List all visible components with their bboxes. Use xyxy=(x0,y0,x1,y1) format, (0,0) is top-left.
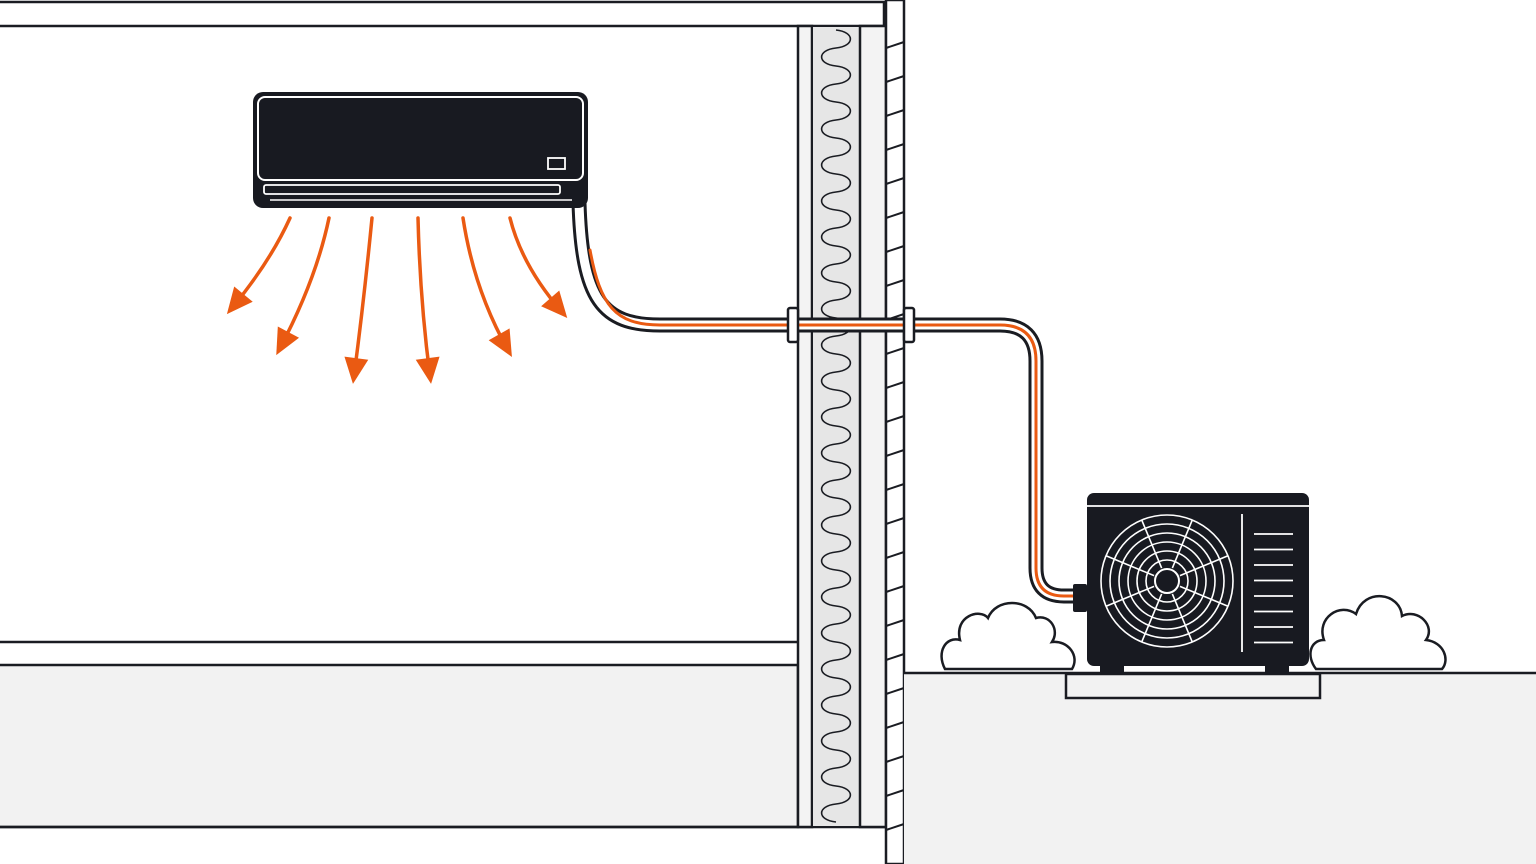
siding-courses xyxy=(885,41,905,831)
outer-wall-board xyxy=(858,24,888,829)
fan-hub xyxy=(1154,568,1180,594)
siding-course-line xyxy=(885,143,905,151)
siding-course-line xyxy=(885,551,905,559)
siding-course-line xyxy=(885,347,905,355)
siding-course-line xyxy=(885,585,905,593)
room-interior xyxy=(0,0,886,829)
fan-grille-icon xyxy=(1100,514,1234,648)
fan-blade-spoke xyxy=(1171,519,1193,569)
siding-course-line xyxy=(885,211,905,219)
fan-grille-ring xyxy=(1109,523,1225,639)
siding-course-line xyxy=(885,41,905,49)
siding-course-line xyxy=(885,653,905,661)
refrigerant-line-set xyxy=(571,195,1088,612)
fan-blade-spoke xyxy=(1179,555,1229,577)
siding-course-line xyxy=(885,177,905,185)
shrub-left xyxy=(940,601,1076,671)
indoor-unit-louver xyxy=(263,184,561,195)
fan-blade-spoke xyxy=(1105,555,1155,577)
outdoor-ground xyxy=(904,671,1536,864)
concrete-pad-icon xyxy=(1064,672,1322,700)
airflow-arrow-head xyxy=(226,286,253,315)
siding-course-line xyxy=(885,517,905,525)
fan-grille-ring xyxy=(1145,559,1189,603)
airflow-arrow-shaft xyxy=(352,216,374,378)
fan-blade-spoke xyxy=(1141,593,1163,643)
siding-course-line xyxy=(885,449,905,457)
airflow-arrow-head xyxy=(415,356,440,384)
warm-air-arrow-icon xyxy=(226,216,568,384)
wall-mounted-air-conditioner-icon xyxy=(253,92,588,208)
indoor-unit-body xyxy=(253,92,588,208)
exterior-wall-section xyxy=(796,0,906,864)
fan-grille-ring xyxy=(1100,514,1234,648)
siding-course-line xyxy=(885,755,905,763)
indoor-unit-display xyxy=(547,157,566,170)
fan-blade-spoke xyxy=(1105,585,1155,607)
indoor-unit-front-trim xyxy=(257,96,584,181)
siding-course-line xyxy=(885,483,905,491)
bush-icon xyxy=(940,595,1447,671)
siding-course-line xyxy=(885,687,905,695)
condenser-unit-icon xyxy=(1064,493,1322,700)
shrub-right xyxy=(1309,595,1447,671)
exterior-siding xyxy=(884,0,906,864)
siding-course-line xyxy=(885,381,905,389)
fan-grille-ring xyxy=(1136,550,1198,612)
refrigerant-line-icon xyxy=(588,248,1082,598)
wall-sleeve-outer xyxy=(902,306,916,344)
siding-course-line xyxy=(885,279,905,287)
airflow-arrow-head xyxy=(344,356,369,384)
siding-course-line xyxy=(885,245,905,253)
siding-course-line xyxy=(885,75,905,83)
airflow-arrow-head xyxy=(541,290,568,319)
airflow-arrow-shaft xyxy=(461,216,510,352)
fan-grille-ring xyxy=(1118,532,1216,630)
condenser-side-vents xyxy=(1254,533,1293,644)
siding-course-line xyxy=(885,619,905,627)
airflow-arrow-shaft xyxy=(416,216,432,378)
siding-course-line xyxy=(885,109,905,117)
airflow-arrow-head xyxy=(488,328,512,357)
fan-blade-spoke xyxy=(1179,585,1229,607)
airflow-arrow-head xyxy=(276,326,300,356)
floor-slab xyxy=(0,663,800,829)
wall-sleeve-inner xyxy=(786,306,800,344)
siding-course-line xyxy=(885,823,905,831)
inner-wall-board xyxy=(796,24,814,829)
airflow-arrow-shaft xyxy=(278,216,331,350)
line-set-connector xyxy=(1073,584,1087,612)
fan-blade-spoke xyxy=(1171,593,1193,643)
siding-course-line xyxy=(885,789,905,797)
ceiling-slab xyxy=(0,0,886,28)
insulation-batting xyxy=(820,29,852,823)
ground-surface xyxy=(904,673,1536,864)
fan-blade-spoke xyxy=(1141,519,1163,569)
siding-course-line xyxy=(885,721,905,729)
siding-course-line xyxy=(885,415,905,423)
fan-grille-ring xyxy=(1127,541,1207,621)
